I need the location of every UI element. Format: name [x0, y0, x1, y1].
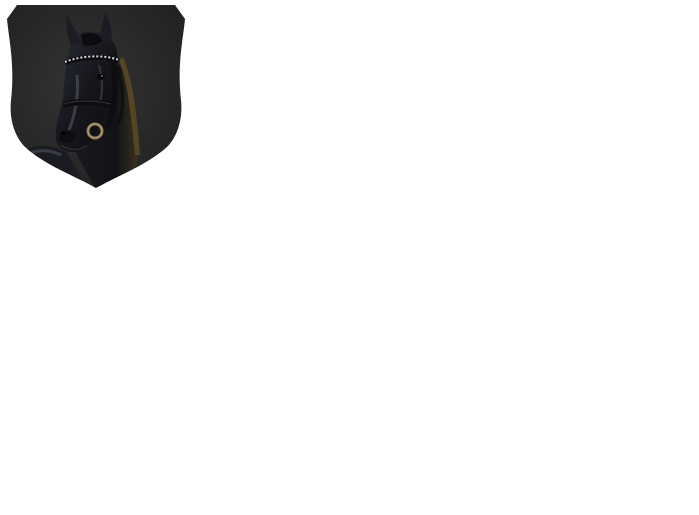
horse-shield-image — [7, 5, 187, 189]
horse-mane — [119, 57, 140, 155]
horse-eye — [97, 74, 105, 80]
bridle-cheekpiece — [104, 62, 118, 130]
browband-crystals — [64, 55, 120, 63]
bridle-noseband — [62, 99, 112, 108]
horse-left-ear — [66, 15, 81, 45]
horse-shield-svg — [7, 5, 185, 188]
horse-right-ear — [99, 13, 112, 45]
bridle-browband — [64, 54, 120, 66]
